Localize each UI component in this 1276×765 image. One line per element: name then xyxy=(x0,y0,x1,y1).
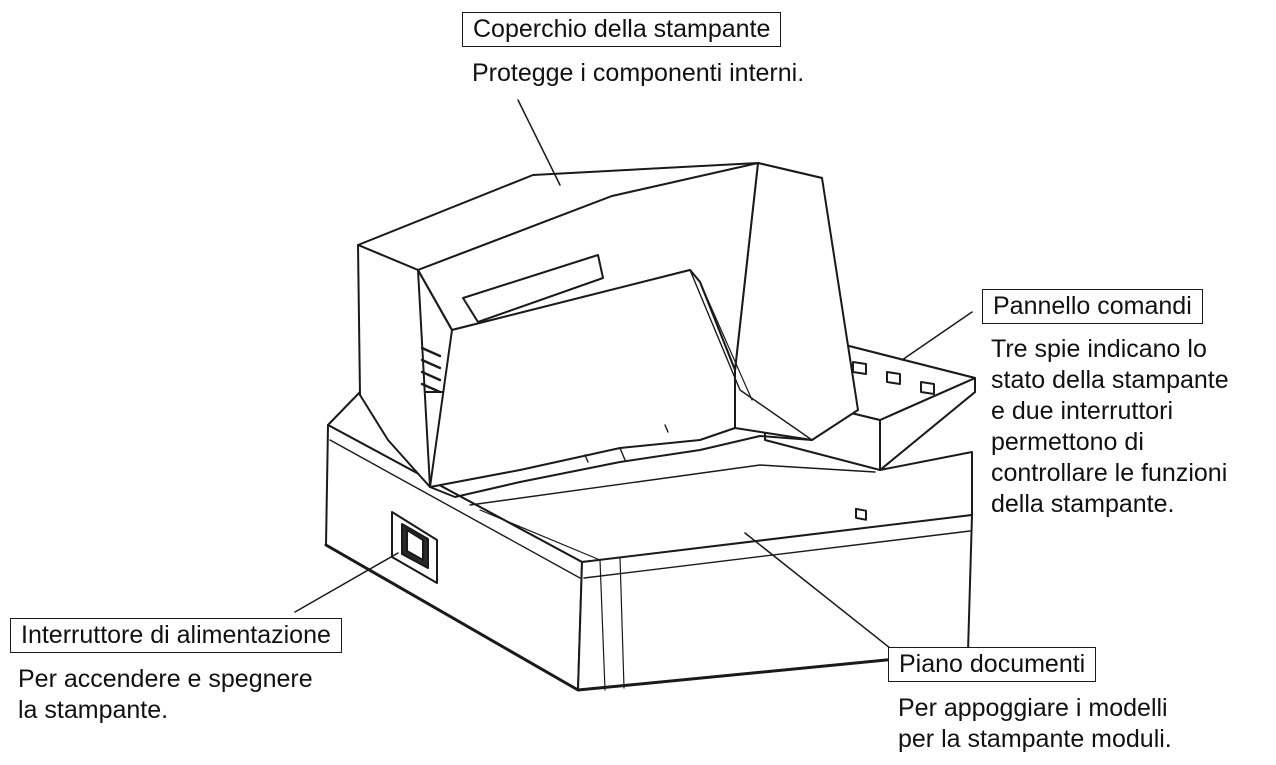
printer-cover-label: Coperchio della stampante xyxy=(462,12,782,47)
power-switch xyxy=(391,511,438,584)
description-line: Per appoggiare i modelli xyxy=(898,694,1168,722)
leader-line-power-switch xyxy=(294,552,399,613)
leader-line-document-table xyxy=(744,532,896,653)
document-table-label: Piano documenti xyxy=(888,647,1097,682)
power-switch-description: Per accendere e spegnere la stampante. xyxy=(18,664,313,726)
control-panel-label: Pannello comandi xyxy=(982,289,1203,324)
description-line: Tre spie indicano lo xyxy=(991,335,1207,363)
control-panel-description: Tre spie indicano lo stato della stampan… xyxy=(991,334,1229,520)
printer-cover-description: Protegge i componenti interni. xyxy=(472,58,804,89)
description-line: Protegge i componenti interni. xyxy=(472,59,805,87)
description-line: e due interruttori xyxy=(991,397,1174,425)
description-line: della stampante. xyxy=(991,490,1175,518)
document-table-description: Per appoggiare i modelli per la stampant… xyxy=(898,693,1172,755)
status-lamps xyxy=(852,361,935,395)
power-switch-label: Interruttore di alimentazione xyxy=(10,618,342,653)
leader-line-printer-cover xyxy=(517,99,561,186)
description-line: stato della stampante xyxy=(991,366,1229,394)
description-line: permettono di xyxy=(991,428,1144,456)
description-line: per la stampante moduli. xyxy=(898,725,1172,753)
description-line: la stampante. xyxy=(18,696,169,724)
description-line: controllare le funzioni xyxy=(991,459,1228,487)
description-line: Per accendere e spegnere xyxy=(18,665,313,693)
leader-lines xyxy=(294,99,973,653)
leader-line-control-panel xyxy=(901,311,973,361)
printer-cover xyxy=(357,162,859,498)
document-table xyxy=(469,464,876,561)
